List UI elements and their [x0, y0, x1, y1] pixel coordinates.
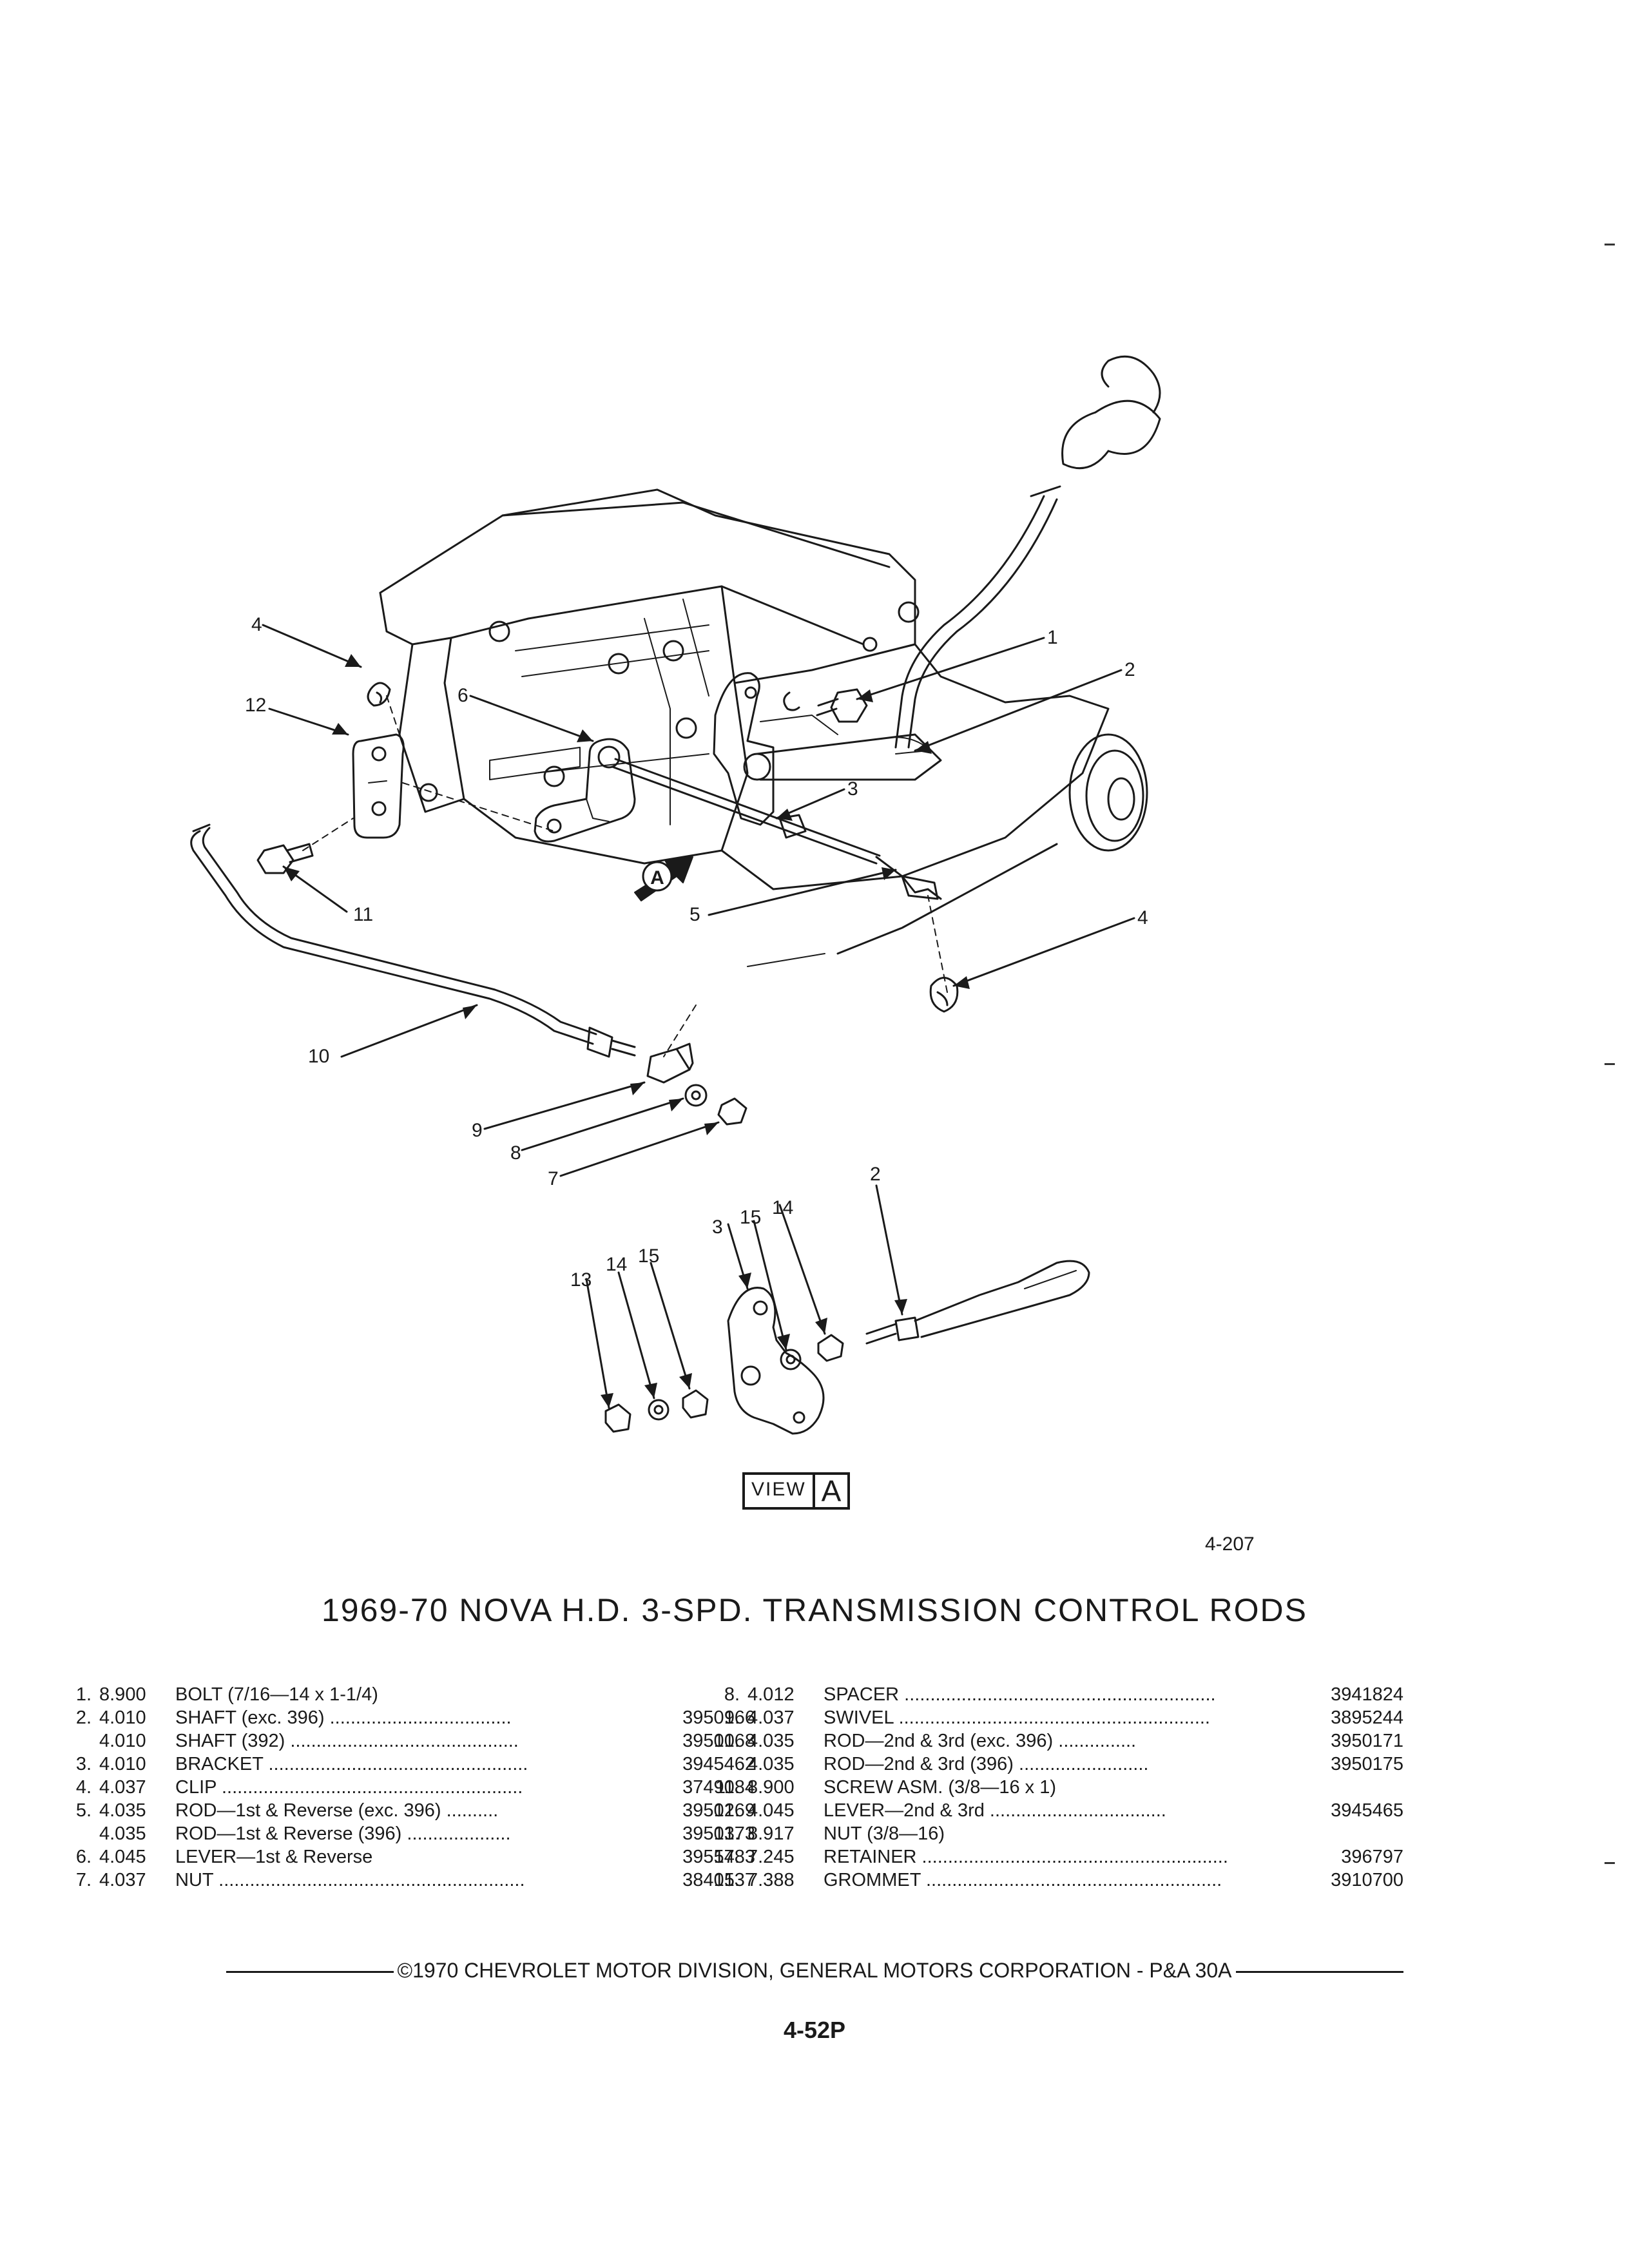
callout-10: 10: [308, 1046, 330, 1067]
view-a-arrow-letter: A: [650, 867, 664, 889]
copyright-footer: ©1970 CHEVROLET MOTOR DIVISION, GENERAL …: [0, 1959, 1629, 1983]
view-a-callout-14a: 14: [606, 1254, 628, 1275]
transmission-housing: [379, 488, 1110, 890]
bracket-and-shaft: [713, 672, 942, 839]
edge-mark: [1605, 244, 1615, 245]
rod-2nd-3rd: [190, 823, 636, 1058]
callout-1: 1: [1047, 627, 1058, 648]
housing-bolts: [419, 601, 920, 802]
edge-mark: [1605, 1862, 1615, 1864]
guide-lines: [302, 695, 948, 1057]
callout-4-left: 4: [251, 614, 262, 635]
footer-rule-right: [1235, 1971, 1403, 1974]
clip-left: [367, 682, 391, 707]
callout-4-right: 4: [1137, 907, 1148, 928]
view-label-word: VIEW: [745, 1475, 815, 1507]
copyright-text: ©1970 CHEVROLET MOTOR DIVISION, GENERAL …: [397, 1959, 1232, 1982]
bolt-and-clip: [783, 688, 868, 723]
page-number: 4-52P: [783, 2017, 846, 2043]
view-a-callout-14b: 14: [772, 1197, 794, 1218]
callout-11: 11: [353, 904, 374, 925]
callout-3: 3: [847, 778, 858, 800]
footer-rule-left: [226, 1971, 394, 1974]
screw-asm: [256, 843, 314, 874]
view-a-callout-3: 3: [712, 1216, 723, 1238]
figure-number: 4-207: [1205, 1533, 1255, 1555]
swivel-spacer-nut: [646, 1043, 747, 1126]
view-label-letter: A: [821, 1474, 842, 1508]
page-title: 1969-70 NOVA H.D. 3-SPD. TRANSMISSION CO…: [322, 1592, 1307, 1628]
callout-9: 9: [472, 1120, 483, 1141]
view-a-arrow: A: [634, 856, 693, 901]
callout-8: 8: [510, 1142, 521, 1164]
leader-arrowheads: [284, 654, 970, 1408]
callout-6: 6: [458, 685, 468, 706]
edge-mark: [1605, 1063, 1615, 1065]
callout-2: 2: [1124, 659, 1135, 680]
view-a-callout-2: 2: [870, 1164, 881, 1185]
view-a-label: VIEW A: [742, 1472, 851, 1510]
callout-7: 7: [548, 1168, 559, 1189]
callout-5: 5: [689, 904, 700, 925]
shift-lever-and-knob: [894, 355, 1161, 749]
clip-right: [929, 977, 959, 1013]
view-a-callout-13: 13: [570, 1269, 592, 1291]
view-a-callout-15b: 15: [740, 1207, 762, 1228]
leader-lines: [262, 624, 1135, 1409]
lever-2nd-3rd: [352, 733, 405, 839]
view-a-callout-15a: 15: [638, 1245, 660, 1267]
callout-12: 12: [245, 695, 267, 716]
rear-flange: [747, 733, 1148, 967]
view-a-assembly: [604, 1260, 1090, 1435]
lever-1st-reverse: [534, 738, 636, 843]
